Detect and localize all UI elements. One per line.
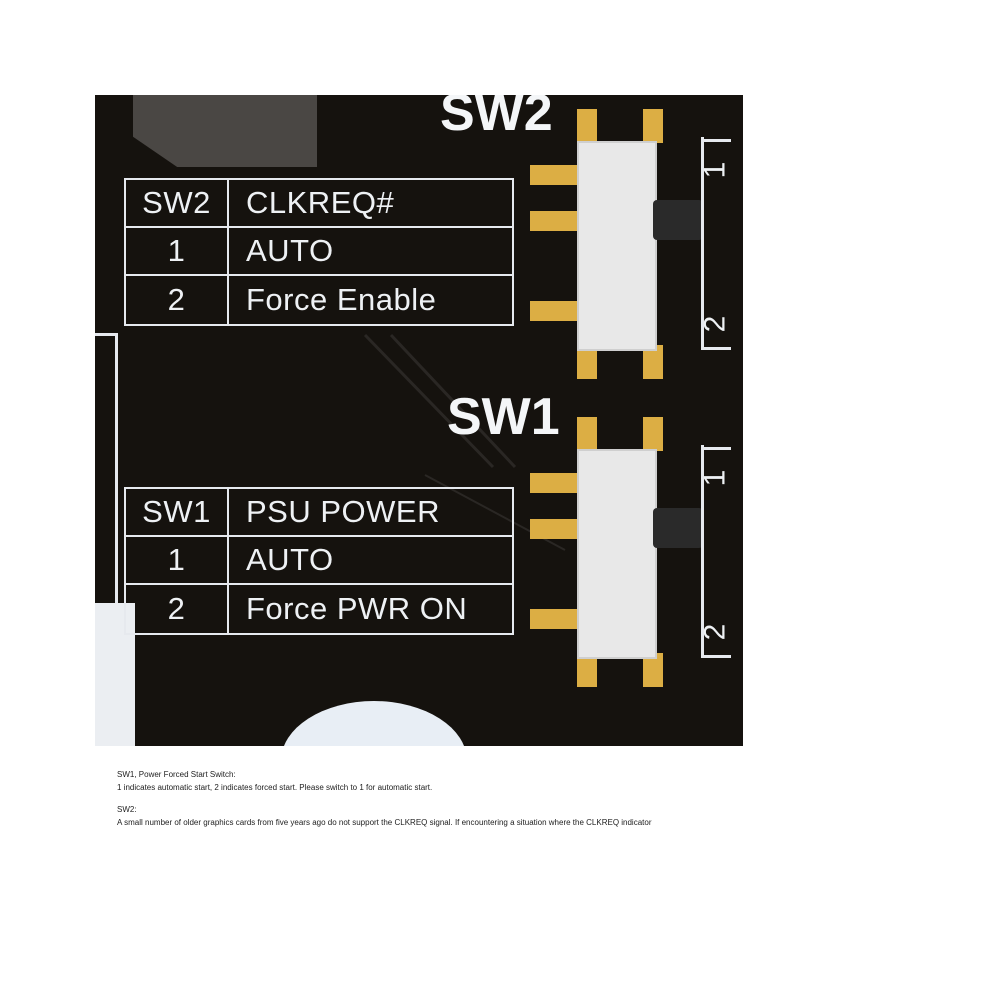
note-text: 1 indicates automatic start, 2 indicates… [117, 783, 433, 792]
table-cell: AUTO [246, 233, 334, 268]
table-cell: SW2 [142, 185, 211, 220]
pcb-board: SW2 SW1 SW2 CLKREQ# 1 AUTO 2 Force Enabl… [95, 95, 743, 746]
table-row: 2 Force PWR ON [126, 585, 512, 633]
solder-pad [530, 165, 578, 185]
position-tick [701, 447, 731, 450]
solder-pad [530, 211, 578, 231]
sw2-table: SW2 CLKREQ# 1 AUTO 2 Force Enable [124, 178, 514, 326]
note-text: A small number of older graphics cards f… [117, 818, 652, 827]
position-tick [701, 655, 731, 658]
table-row: 1 AUTO [126, 228, 512, 276]
sw1-table: SW1 PSU POWER 1 AUTO 2 Force PWR ON [124, 487, 514, 635]
solder-pad [530, 609, 578, 629]
solder-pad [643, 345, 663, 379]
solder-pad [577, 653, 597, 687]
table-cell: Force PWR ON [246, 591, 468, 626]
position-tick [701, 347, 731, 350]
table-row: 2 Force Enable [126, 276, 512, 324]
solder-pad [530, 301, 578, 321]
position-label: 2 [698, 315, 732, 333]
solder-pad [643, 109, 663, 143]
component-chip [133, 95, 317, 167]
table-cell: 2 [167, 591, 186, 626]
position-tick [701, 139, 731, 142]
table-row: 1 AUTO [126, 537, 512, 585]
table-cell: 1 [167, 233, 186, 268]
table-cell: Force Enable [246, 282, 437, 317]
solder-pad [577, 417, 597, 451]
table-cell: SW1 [142, 494, 211, 529]
position-marker [701, 137, 704, 349]
solder-pad [530, 519, 578, 539]
solder-pad [643, 653, 663, 687]
switch-body [577, 449, 657, 659]
note-title: SW2: [117, 805, 137, 814]
note-title: SW1, Power Forced Start Switch: [117, 770, 236, 779]
sw1-switch[interactable] [527, 417, 703, 691]
sw1-label: SW1 [447, 388, 560, 446]
solder-pad [577, 109, 597, 143]
sw1-note: SW1, Power Forced Start Switch: 1 indica… [117, 768, 432, 794]
solder-pad [530, 473, 578, 493]
table-cell: PSU POWER [246, 494, 440, 529]
position-label: 1 [698, 469, 732, 487]
position-marker [701, 445, 704, 657]
table-cell: AUTO [246, 542, 334, 577]
silk-line [95, 333, 118, 336]
connector-strip [95, 603, 135, 746]
table-cell: 1 [167, 542, 186, 577]
solder-pad [643, 417, 663, 451]
position-label: 1 [698, 161, 732, 179]
sw2-label: SW2 [440, 95, 553, 142]
solder-pad [577, 345, 597, 379]
switch-knob[interactable] [653, 200, 703, 240]
table-cell: CLKREQ# [246, 185, 395, 220]
position-label: 2 [698, 623, 732, 641]
silk-line [115, 335, 118, 605]
switch-knob[interactable] [653, 508, 703, 548]
table-row: SW2 CLKREQ# [126, 180, 512, 228]
switch-body [577, 141, 657, 351]
sw2-switch[interactable] [527, 109, 703, 383]
sw2-note: SW2: A small number of older graphics ca… [117, 803, 652, 829]
table-row: SW1 PSU POWER [126, 489, 512, 537]
table-cell: 2 [167, 282, 186, 317]
